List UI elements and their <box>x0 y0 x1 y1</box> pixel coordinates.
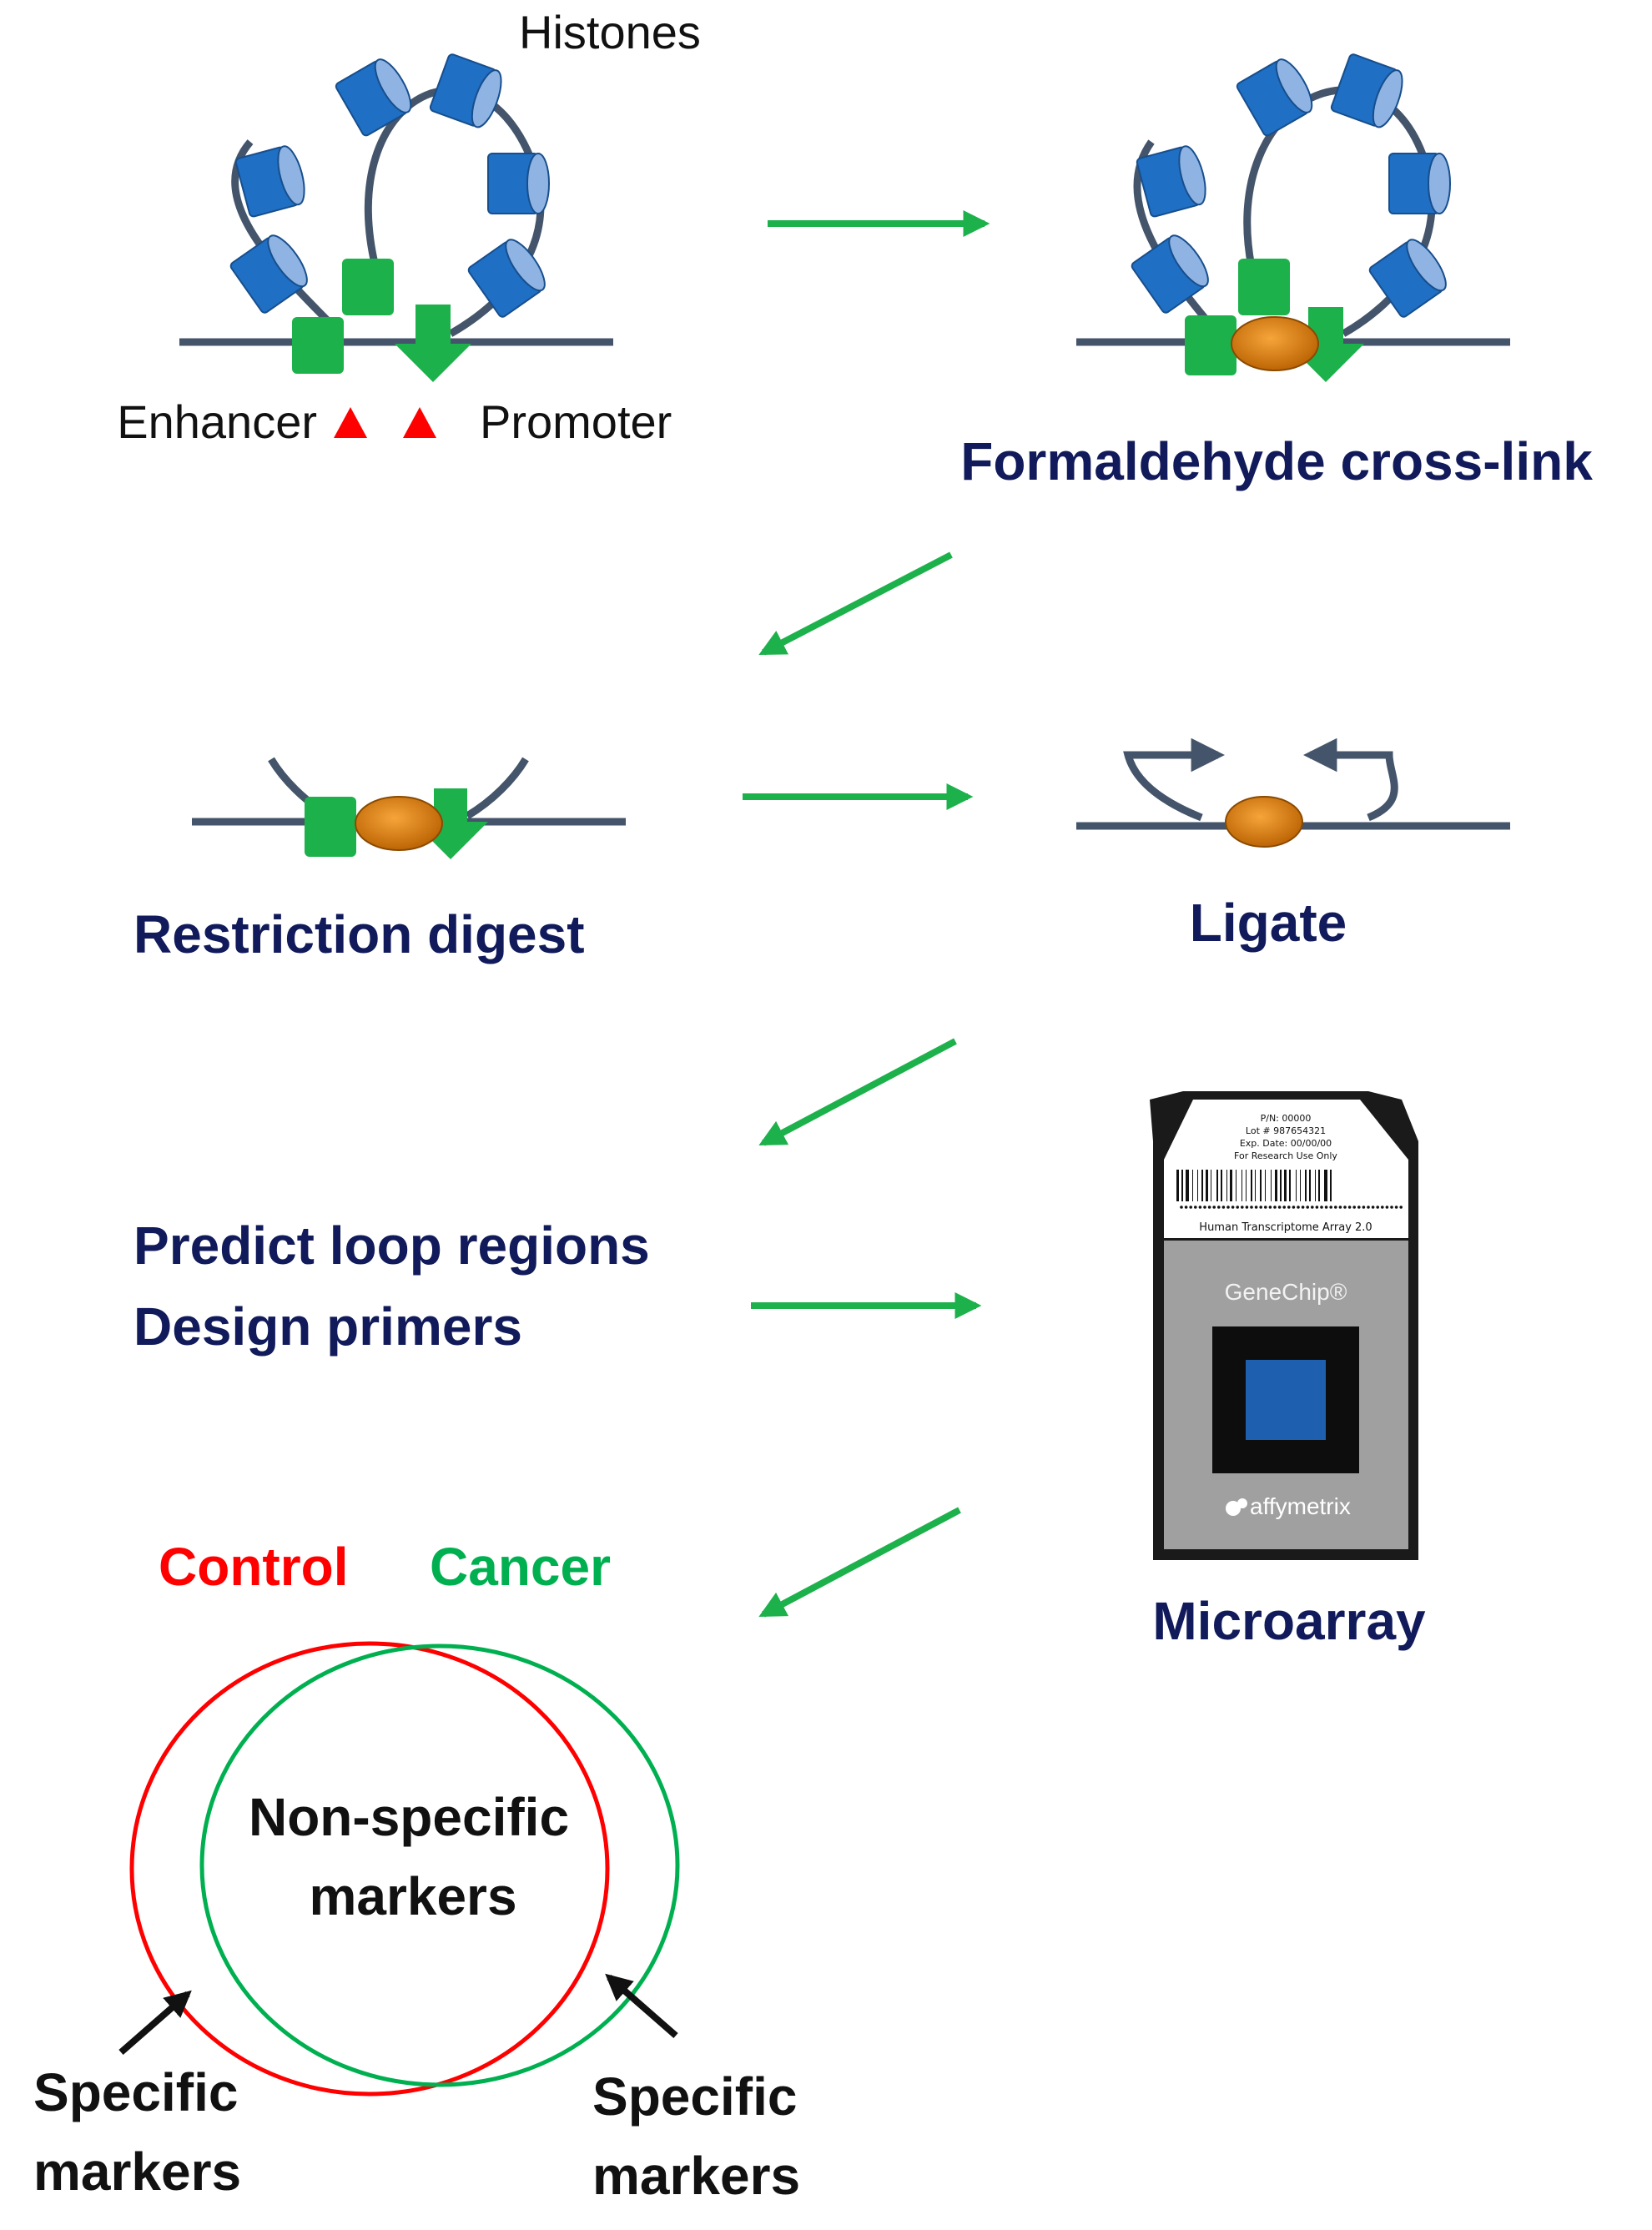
histone-icon <box>1388 153 1451 214</box>
histone-icon <box>466 233 552 320</box>
restriction-panel: Restriction digest <box>133 757 626 964</box>
cancer-circle <box>199 1644 680 2087</box>
design-label: Design primers <box>133 1296 522 1357</box>
nonspecific-label-line2: markers <box>309 1866 516 1926</box>
crosslink-panel: Formaldehyde cross-link <box>960 52 1593 491</box>
histone-icon <box>1129 229 1216 315</box>
dna-cut-end-right <box>465 757 529 819</box>
chip-maker: affymetrix <box>1250 1493 1351 1519</box>
affymetrix-logo-icon <box>1237 1498 1247 1508</box>
microarray-chip: P/N: 00000 Lot # 987654321 Exp. Date: 00… <box>1150 1091 1418 1560</box>
enhancer-site-icon <box>334 407 367 438</box>
chip-exp-date: Exp. Date: 00/00/00 <box>1240 1138 1332 1149</box>
chip-array-name: Human Transcriptome Array 2.0 <box>1199 1221 1372 1234</box>
flow-arrow <box>758 551 953 656</box>
chip-brand: GeneChip® <box>1225 1279 1347 1305</box>
flow-arrow <box>758 1507 961 1618</box>
promoter-arrow-icon <box>413 788 488 859</box>
cancer-label: Cancer <box>430 1537 611 1597</box>
control-label: Control <box>159 1537 349 1597</box>
ligate-label: Ligate <box>1190 893 1347 953</box>
pointer-arrow <box>605 1973 678 2039</box>
cofactor-protein-icon <box>1238 259 1290 315</box>
promoter-arrow-icon <box>395 305 471 382</box>
loop-panel: Histones Enhancer Promoter <box>117 6 701 448</box>
flow-arrow <box>758 1038 957 1146</box>
histone-icon <box>1329 52 1409 132</box>
cofactor-protein-icon <box>342 259 394 315</box>
predict-label: Predict loop regions <box>133 1216 650 1276</box>
affymetrix-logo-icon <box>1226 1501 1241 1516</box>
enhancer-protein-icon <box>1185 315 1236 375</box>
histone-icon <box>234 143 310 219</box>
chip-research-use: For Research Use Only <box>1234 1150 1337 1161</box>
chip-barcode <box>1176 1170 1403 1209</box>
crosslink-label: Formaldehyde cross-link <box>960 431 1593 491</box>
chip-part-number: P/N: 00000 <box>1261 1113 1312 1124</box>
specific-left-line2: markers <box>33 2142 241 2202</box>
crosslink-bridge-icon <box>355 796 443 851</box>
pointer-arrow <box>118 1990 192 2056</box>
histone-icon <box>487 153 550 214</box>
chip-array-icon <box>1246 1360 1326 1440</box>
promoter-arrow-icon <box>1287 307 1364 382</box>
ligated-arm-left <box>1123 737 1226 822</box>
restriction-label: Restriction digest <box>133 904 585 964</box>
promoter-label: Promoter <box>480 395 672 448</box>
ligated-arm-right <box>1302 737 1398 822</box>
chip-label-area <box>1164 1100 1408 1238</box>
enhancer-protein-icon <box>305 797 356 857</box>
control-circle <box>129 1641 610 2097</box>
nonspecific-label-line1: Non-specific <box>249 1787 569 1847</box>
ligate-panel: Ligate <box>1076 737 1510 953</box>
histones-label: Histones <box>519 6 701 58</box>
crosslink-bridge-icon <box>1231 316 1319 371</box>
specific-right-line1: Specific <box>592 2066 797 2127</box>
microarray-label: Microarray <box>1152 1591 1426 1651</box>
histone-icon <box>334 53 419 138</box>
histone-icon <box>1235 53 1320 138</box>
histone-icon <box>228 229 315 315</box>
crosslink-bridge-icon <box>1225 796 1303 848</box>
enhancer-protein-icon <box>292 317 344 374</box>
specific-right-line2: markers <box>592 2146 800 2206</box>
venn-diagram: Control Cancer Non-specific markers Spec… <box>33 1537 800 2206</box>
histone-icon <box>428 52 508 132</box>
chip-lot-number: Lot # 987654321 <box>1246 1125 1326 1136</box>
enhancer-label: Enhancer <box>117 395 317 448</box>
specific-left-line1: Specific <box>33 2062 238 2122</box>
promoter-site-icon <box>403 407 436 438</box>
